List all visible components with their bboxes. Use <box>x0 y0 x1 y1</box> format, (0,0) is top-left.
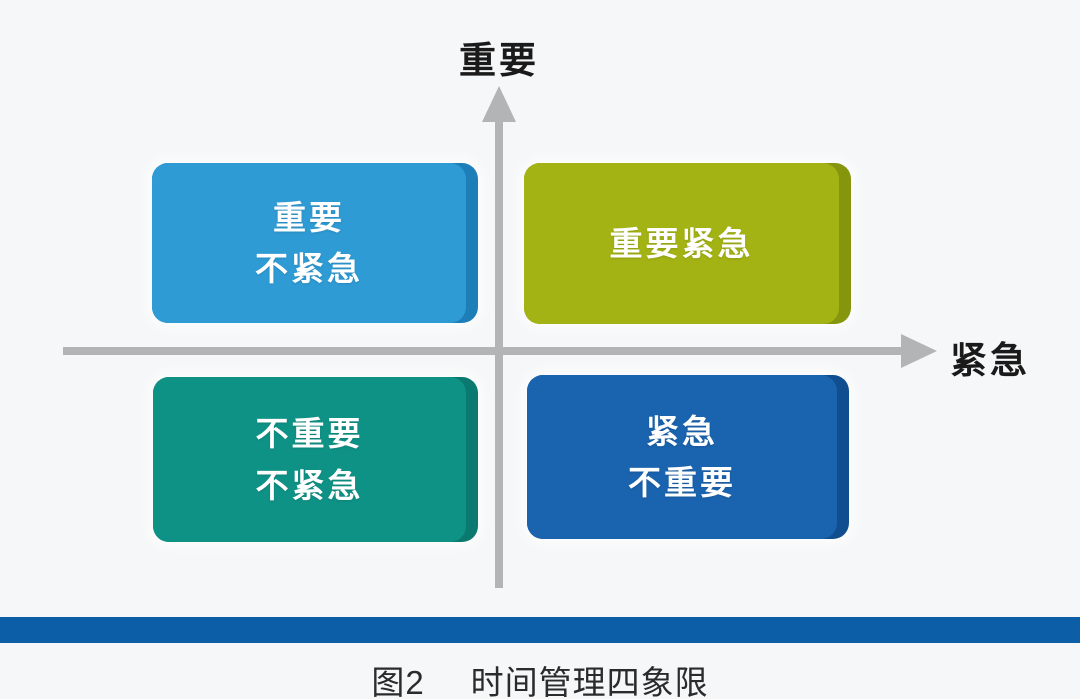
up-arrowhead-icon <box>482 86 516 122</box>
quadrant-face: 紧急 不重要 <box>527 375 837 539</box>
quadrant-label-line: 不重要 <box>628 464 736 501</box>
x-axis-label: 紧急 <box>950 340 1030 381</box>
figure-caption: 图2 时间管理四象限 <box>0 656 1080 699</box>
quadrant-face: 重要 不紧急 <box>152 163 466 323</box>
quadrant-label: 紧急 不重要 <box>628 406 736 508</box>
quadrant-label: 重要 不紧急 <box>255 192 363 294</box>
quadrant-urgent-not-important: 紧急 不重要 <box>527 375 849 539</box>
quadrant-label-line: 不紧急 <box>255 250 363 287</box>
quadrant-label: 重要紧急 <box>610 218 754 269</box>
quadrant-label-line: 不紧急 <box>255 466 364 504</box>
quadrant-important-not-urgent: 重要 不紧急 <box>152 163 478 323</box>
quadrant-important-urgent: 重要紧急 <box>524 163 851 324</box>
figure-label: 图2 <box>371 664 425 699</box>
quadrant-not-important-not-urgent: 不重要 不紧急 <box>153 377 478 542</box>
figure-title: 时间管理四象限 <box>470 664 709 699</box>
quadrant-label-line: 重要 <box>273 198 345 236</box>
quadrant-label: 不重要 不紧急 <box>256 408 364 510</box>
quadrant-label-line: 不重要 <box>255 415 364 453</box>
quadrant-label-line: 重要紧急 <box>609 224 754 262</box>
divider-bar <box>0 617 1080 643</box>
right-arrowhead-icon <box>901 334 937 368</box>
y-axis-label: 重要 <box>459 40 539 81</box>
quadrant-face: 重要紧急 <box>524 163 839 324</box>
quadrant-label-line: 紧急 <box>646 412 718 450</box>
x-axis-line <box>63 347 905 355</box>
quadrant-face: 不重要 不紧急 <box>153 377 466 542</box>
